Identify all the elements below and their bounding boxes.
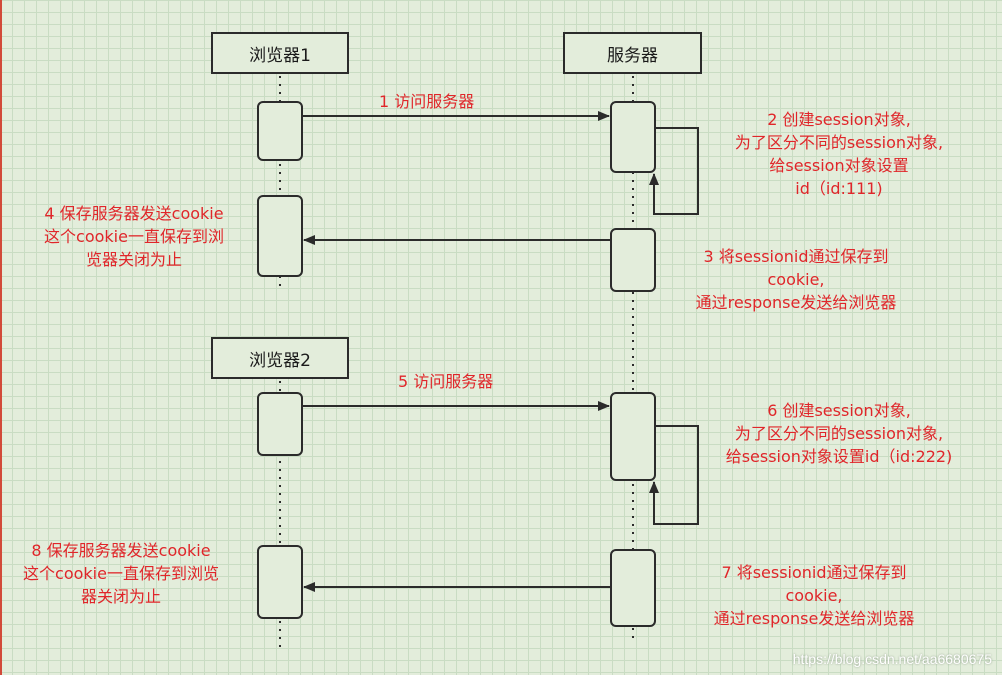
step-6-line: 给session对象设置id（id:222) [725, 447, 953, 466]
step-4-line: 4 保存服务器发送cookie [44, 204, 224, 223]
participant-browser2: 浏览器2 [211, 337, 349, 379]
activation-browser2-send [257, 392, 303, 456]
step-4-line: 览器关闭为止 [85, 250, 182, 269]
step-8-line: 8 保存服务器发送cookie [31, 541, 211, 560]
step-2-line: 给session对象设置 [769, 156, 909, 175]
left-edge-line [0, 0, 2, 675]
activation-server-reply-1 [610, 228, 656, 292]
participant-browser1-label: 浏览器1 [249, 45, 311, 66]
step-1-line: 1 访问服务器 [379, 92, 475, 111]
step-3-label: 3 将sessionid通过保存到 cookie, 通过response发送给浏… [662, 245, 930, 314]
activation-server-create-2 [610, 392, 656, 481]
step-1-label: 1 访问服务器 [379, 90, 474, 113]
step-3-line: 通过response发送给浏览器 [695, 293, 897, 312]
step-5-label: 5 访问服务器 [398, 370, 493, 393]
step-2-line: 2 创建session对象, [767, 110, 911, 129]
participant-browser2-label: 浏览器2 [249, 350, 311, 371]
step-6-line: 为了区分不同的session对象, [734, 424, 944, 443]
watermark: https://blog.csdn.net/aa6680675 [792, 651, 992, 667]
step-4-label: 4 保存服务器发送cookie 这个cookie一直保存到浏 览器关闭为止 [18, 202, 250, 271]
step-8-line: 器关闭为止 [80, 587, 161, 606]
step-3-line: 3 将sessionid通过保存到 [703, 247, 889, 266]
step-7-line: 通过response发送给浏览器 [713, 609, 915, 628]
step-7-line: cookie, [785, 586, 843, 605]
self-call-2-arrow [649, 127, 699, 215]
step-6-line: 6 创建session对象, [767, 401, 911, 420]
step-8-label: 8 保存服务器发送cookie 这个cookie一直保存到浏览 器关闭为止 [2, 539, 240, 608]
step-7-label: 7 将sessionid通过保存到 cookie, 通过response发送给浏… [678, 561, 950, 630]
self-call-6-arrow [649, 425, 699, 525]
step-7-line: 7 将sessionid通过保存到 [721, 563, 907, 582]
step-3-line: cookie, [767, 270, 825, 289]
participant-browser1: 浏览器1 [211, 32, 349, 74]
participant-server: 服务器 [563, 32, 702, 74]
activation-browser1-receive [257, 195, 303, 277]
step-2-line: id（id:111) [795, 179, 883, 198]
step-5-line: 5 访问服务器 [398, 372, 494, 391]
participant-server-label: 服务器 [607, 45, 658, 66]
activation-browser2-receive [257, 545, 303, 619]
step-2-label: 2 创建session对象, 为了区分不同的session对象, 给sessio… [698, 108, 980, 200]
step-8-line: 这个cookie一直保存到浏览 [23, 564, 219, 583]
activation-server-reply-2 [610, 549, 656, 627]
step-6-label: 6 创建session对象, 为了区分不同的session对象, 给sessio… [698, 399, 980, 468]
activation-browser1-send [257, 101, 303, 161]
activation-server-create-1 [610, 101, 656, 173]
step-4-line: 这个cookie一直保存到浏 [44, 227, 224, 246]
step-2-line: 为了区分不同的session对象, [734, 133, 944, 152]
